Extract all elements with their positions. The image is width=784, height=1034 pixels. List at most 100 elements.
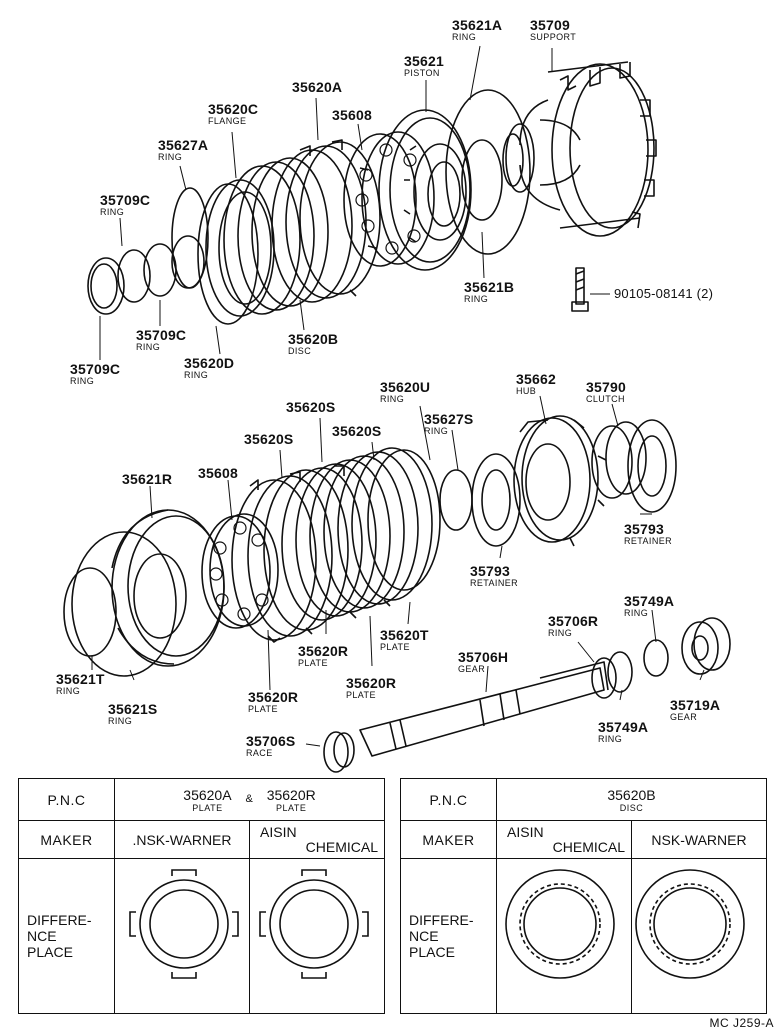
label-35620S-left: 35620S [244,432,293,446]
race [323,731,355,773]
part-number: 35790 [586,379,626,395]
part-name: HUB [516,386,537,396]
difference-line: PLACE [27,944,73,961]
part-number: 35620D [184,355,235,371]
ring-35627S [439,469,473,531]
part-name: RACE [246,748,273,758]
label-35706S: 35706S RACE [246,734,295,758]
maker-line: AISIN [260,823,297,840]
label-90105: 90105-08141 (2) [614,287,713,300]
maker-label: MAKER [18,820,115,859]
part-name: RING [184,370,209,380]
ring-35706R [591,657,617,699]
label-35621A: 35621A RING [452,18,502,42]
part-name: RING [452,32,477,42]
label-35749A-bottom: 35749A RING [598,720,648,744]
reference-code: MC J259-A [709,1016,774,1030]
piston-lower [111,509,225,667]
label-35793-center: 35793 RETAINER [470,564,518,588]
part-name: FLANGE [208,116,247,126]
label-35608-lower: 35608 [198,466,238,480]
difference-table-plates: P.N.C 35620A PLATE & 35620R PLATE MAKER … [18,778,386,1014]
part-name: DISC [619,802,644,813]
part-name: RING [548,628,573,638]
part-number: 35709C [70,361,121,377]
label-35749A-top: 35749A RING [624,594,674,618]
label-35662: 35662 HUB [516,372,556,396]
part-number: 35620B [288,331,339,347]
part-name: RING [56,686,81,696]
part-number: 35621S [108,701,158,717]
part-name: CLUTCH [586,394,625,404]
part-name: PLATE [192,802,223,813]
label-35719A: 35719A GEAR [670,698,720,722]
label-35709C-bottom: 35709C RING [70,362,120,386]
retainer [471,453,521,547]
part-number: 35620S [244,431,294,447]
difference-table-discs: P.N.C 35620B DISC MAKER AISIN CHEMICAL N… [400,778,767,1014]
ring-35621S [71,531,177,677]
difference-line: DIFFERE- [27,911,92,928]
difference-line: NCE [409,927,439,944]
hub [513,415,607,547]
part-number: 35627S [424,411,474,427]
ring-35620D [197,183,259,325]
label-35620R-right: 35620R PLATE [346,676,396,700]
label-35621S: 35621S RING [108,702,157,726]
part-number: 35793 [470,563,510,579]
part-number: 35621A [452,17,503,33]
ring-35621B [461,139,503,221]
part-number: 35709 [530,17,570,33]
part-name: RETAINER [624,536,673,546]
part-number: 35709C [100,192,151,208]
clutch-plates-upper [271,139,381,303]
label-35793-right: 35793 RETAINER [624,522,672,546]
part-name: RING [464,294,489,304]
part-name: RING [136,342,161,352]
difference-line: DIFFERE- [409,911,474,928]
label-35621: 35621 PISTON [404,54,444,78]
ring-35621T [63,567,117,657]
part-number: 35620S [286,399,336,415]
part-name: PLATE [298,658,328,668]
label-35709: 35709 SUPPORT [530,18,576,42]
part-name: RING [380,394,405,404]
part-name: SUPPORT [530,32,577,42]
maker-label: MAKER [400,820,497,859]
label-35627A: 35627A RING [158,138,208,162]
flange [205,179,275,317]
difference-nsk [114,858,250,1014]
clutch-discs-upper [223,157,329,315]
part-number: 35608 [198,465,238,481]
return-spring-set-lower [201,513,279,629]
label-35620T: 35620T PLATE [380,628,429,652]
part-number: 35706H [458,649,509,665]
label-35608-upper: 35608 [332,108,372,122]
label-35621T: 35621T RING [56,672,105,696]
label-35620A: 35620A [292,80,342,94]
difference-nsk [631,858,767,1014]
maker-aisin: AISIN CHEMICAL [248,820,386,859]
part-number: 35709C [136,327,187,343]
maker-line: CHEMICAL [552,838,625,855]
maker-aisin: AISIN CHEMICAL [496,820,632,859]
label-35790: 35790 CLUTCH [586,380,626,404]
maker-line: CHEMICAL [305,838,379,855]
part-name: RING [70,376,95,386]
label-35706H: 35706H GEAR [458,650,508,674]
label-35621B: 35621B RING [464,280,514,304]
label-35620S-top: 35620S [286,400,335,414]
part-number: 35621R [122,471,173,487]
part-number: 35620R [248,689,299,705]
part-number: 35749A [598,719,649,735]
part-name: RING [424,426,449,436]
ampersand: & [245,792,253,805]
pnc-label: P.N.C [18,778,115,821]
part-number: 35620T [380,627,429,643]
label-35620U: 35620U RING [380,380,430,404]
part-name: GEAR [670,712,698,722]
part-number: 35621B [464,279,515,295]
ring-35749A-upper [643,639,669,677]
part-number: 35620R [298,643,349,659]
difference-aisin [496,858,632,1014]
